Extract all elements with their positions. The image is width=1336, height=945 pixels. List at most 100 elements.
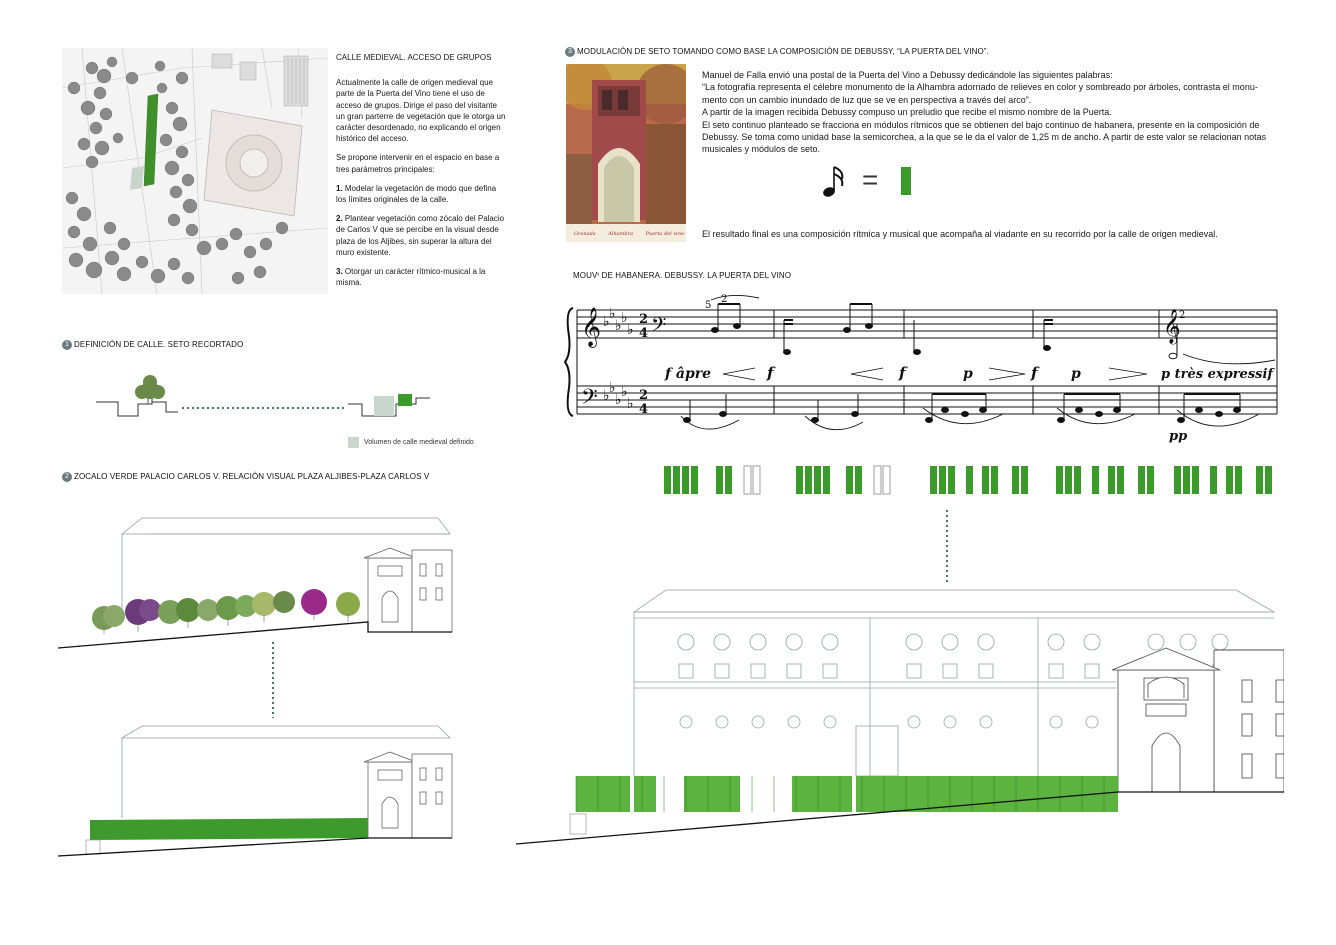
hedge-module xyxy=(1065,466,1072,494)
hedge-module xyxy=(1183,466,1190,494)
hedge-module xyxy=(966,466,973,494)
hedge-segment xyxy=(576,776,630,812)
square-window xyxy=(1048,663,1064,679)
hedge-module xyxy=(1074,466,1081,494)
hedge-module xyxy=(752,465,761,495)
hedge-module xyxy=(1174,466,1181,494)
hedge-module xyxy=(1256,466,1263,494)
item-3-number: 3. xyxy=(336,267,343,277)
hedge-module xyxy=(948,466,955,494)
svg-text:𝄢: 𝄢 xyxy=(651,313,666,341)
svg-text:f: f xyxy=(766,364,776,382)
hedge-module xyxy=(1056,466,1063,494)
round-window xyxy=(1179,633,1197,651)
svg-text:♭: ♭ xyxy=(621,310,628,326)
hedge-module xyxy=(796,466,803,494)
treble-clef: 𝄞 xyxy=(581,307,601,348)
round-window xyxy=(943,715,957,729)
svg-text:♭: ♭ xyxy=(627,396,634,412)
round-window xyxy=(1047,633,1065,651)
round-window xyxy=(1147,633,1165,651)
square-window xyxy=(714,663,730,679)
item-2-text: Plantear vegetación como zócalo del Pala… xyxy=(336,214,505,257)
svg-text:p très expressif: p très expressif xyxy=(1161,367,1275,382)
hedge-module xyxy=(1012,466,1019,494)
treble-clef-change: 𝄞 xyxy=(1163,309,1181,345)
bass-clef: 𝄢 xyxy=(581,385,598,415)
round-window xyxy=(941,633,959,651)
svg-text:f: f xyxy=(898,364,908,382)
hedge-module xyxy=(855,466,862,494)
item-1-text: Modelar la vegetación de modo que defina… xyxy=(336,183,497,205)
result-text: El resultado final es una composición rí… xyxy=(702,229,1218,239)
hedge-module xyxy=(991,466,998,494)
section-3-badge: 3 xyxy=(565,47,575,57)
vertical-dotted-connector-right xyxy=(946,510,948,582)
item-2-number: 2. xyxy=(336,214,343,224)
round-window xyxy=(749,633,767,651)
bass-notes xyxy=(683,393,1241,423)
equals-sign: = xyxy=(862,164,879,195)
svg-text:♭: ♭ xyxy=(627,322,634,338)
text-line-7: musicales y módulos de seto. xyxy=(702,144,821,155)
hedge-segment xyxy=(792,776,852,812)
square-window xyxy=(906,663,922,679)
item-3-text: Otorgar un carácter rítmico-musical a la… xyxy=(336,267,486,288)
hedge-module xyxy=(1235,466,1242,494)
hedge-module xyxy=(1021,466,1028,494)
item-1-number: 1. xyxy=(336,183,343,193)
round-window xyxy=(785,633,803,651)
hedge-module-unit xyxy=(901,167,911,195)
svg-text:f: f xyxy=(1030,364,1040,382)
round-window xyxy=(821,633,839,651)
svg-text:♭: ♭ xyxy=(603,388,610,404)
caption-city: Granada xyxy=(574,231,596,237)
tree-row xyxy=(92,589,360,630)
hedge-module xyxy=(682,466,689,494)
hedge-module xyxy=(846,466,853,494)
site-plan xyxy=(62,48,328,294)
palace-hedge-plinth xyxy=(575,776,1118,812)
hairpins xyxy=(722,367,1148,381)
hedge-module xyxy=(664,466,671,494)
round-window xyxy=(905,633,923,651)
hedge-segment xyxy=(684,776,740,812)
svg-text:f âpre: f âpre xyxy=(664,366,711,382)
hedge-module xyxy=(1108,466,1115,494)
intro-paragraph-2: Se propone intervenir en el espacio en b… xyxy=(336,153,500,174)
hedge-module xyxy=(1138,466,1145,494)
slurs xyxy=(680,295,1276,431)
text-line-4: A partir de la imagen recibida Debussy c… xyxy=(702,107,1112,118)
section-1-badge: 1 xyxy=(62,340,72,350)
hedge-module xyxy=(691,466,698,494)
palace-carlos-v-plan xyxy=(203,109,303,217)
round-window xyxy=(977,633,995,651)
text-line-1: Manuel de Falla envió una postal de la P… xyxy=(702,70,1113,80)
postcard-photo xyxy=(566,64,686,242)
text-line-6: Debussy. Se toma como unidad base la sem… xyxy=(702,132,1267,143)
section-3-title: MODULACIÓN DE SETO TOMANDO COMO BASE LA … xyxy=(577,47,989,57)
elevation-trees xyxy=(58,517,453,649)
svg-text:4: 4 xyxy=(639,402,648,417)
hedge-module xyxy=(716,466,723,494)
hedge-module xyxy=(743,465,752,495)
puerta-del-vino-tower xyxy=(363,547,453,633)
svg-text:2: 2 xyxy=(639,388,648,403)
hedge-module xyxy=(805,466,812,494)
round-window xyxy=(713,633,731,651)
legend-label: Volumen de calle medieval definido xyxy=(364,439,474,446)
round-window xyxy=(979,715,993,729)
semiquaver-icon xyxy=(823,166,844,197)
svg-text:♭: ♭ xyxy=(609,380,616,396)
round-window xyxy=(677,633,695,651)
round-window xyxy=(751,715,765,729)
street-volume-plan xyxy=(130,166,144,190)
puerta-del-vino-tower-2 xyxy=(363,751,453,839)
section-2-badge: 2 xyxy=(62,472,72,482)
svg-text:♭: ♭ xyxy=(621,384,628,400)
svg-text:♭: ♭ xyxy=(603,314,610,330)
street-section-diagram xyxy=(96,375,430,417)
staff-lines xyxy=(577,309,1277,415)
hedge-module xyxy=(882,465,891,495)
